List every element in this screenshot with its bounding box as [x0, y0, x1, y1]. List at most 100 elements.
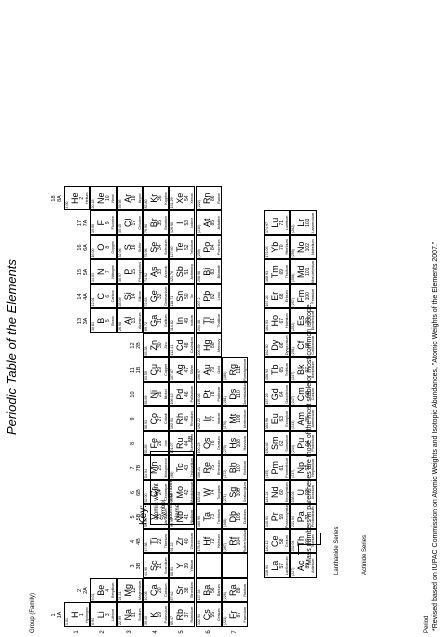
element-name: Niobium — [190, 509, 195, 524]
atomic-weight: 200.59 — [196, 344, 201, 356]
atomic-weight: 47.88 — [143, 542, 148, 552]
atomic-weight: (209) — [196, 249, 201, 258]
element-name: Iodine — [190, 217, 195, 228]
element-name: Fluorine — [111, 216, 116, 230]
atomic-number: 100 — [304, 292, 311, 301]
atomic-weight: 101.07 — [170, 442, 175, 454]
group-family-label: Group (Family) — [30, 592, 36, 633]
element-name: Phosphorus — [137, 261, 142, 282]
element-name: Lawrencium — [311, 212, 316, 233]
atomic-number: 9 — [104, 221, 111, 225]
series-connector-line — [320, 533, 321, 545]
atomic-weight: 178.49 — [196, 540, 201, 552]
atomic-number: 21 — [157, 562, 164, 569]
element-name: Thulium — [285, 265, 290, 279]
atomic-number: 17 — [131, 219, 138, 226]
element-name: Technetium — [190, 458, 195, 478]
atomic-weight: 150.36 — [265, 442, 270, 454]
atomic-weight: 204.38 — [196, 320, 201, 331]
atomic-weight: (281) — [222, 396, 227, 405]
atomic-weight: 87.62 — [170, 591, 175, 601]
atomic-number: 20 — [157, 587, 164, 594]
atomic-number: 83 — [210, 268, 216, 275]
element-name: Yttrium — [190, 559, 195, 572]
atomic-weight: (258) — [291, 273, 296, 282]
atomic-weight: (244) — [291, 445, 296, 454]
atomic-number: 107 — [236, 463, 243, 472]
atomic-weight: 102.91 — [170, 418, 175, 429]
element-name: Hassium — [242, 436, 247, 451]
atomic-weight: 16.00 — [91, 248, 96, 258]
atomic-weight: 52.00 — [143, 493, 148, 503]
element-name: Promethium — [285, 457, 290, 478]
atomic-number: 4 — [104, 588, 111, 592]
atomic-number: 33 — [157, 268, 164, 275]
atomic-weight: 63.55 — [143, 371, 148, 380]
atomic-number: 43 — [183, 464, 190, 471]
atomic-weight: 83.80 — [143, 199, 148, 209]
atomic-number: 69 — [278, 268, 285, 275]
atomic-number: 65 — [278, 366, 285, 373]
element-name: Rutherfordium — [242, 529, 247, 553]
element-name: Astatine — [216, 216, 221, 230]
atomic-weight: (243) — [291, 420, 296, 429]
element-name: Magnesium — [137, 580, 142, 600]
element-name: Bismuth — [216, 265, 221, 279]
element-name: Gallium — [163, 314, 168, 328]
atomic-number: 36 — [157, 195, 164, 202]
atomic-number: 88 — [236, 587, 243, 594]
atomic-number: 81 — [210, 317, 216, 324]
atomic-number: 48 — [183, 342, 190, 349]
atomic-number: 91 — [304, 513, 311, 520]
atomic-weight: (270) — [222, 445, 227, 454]
atomic-number: 75 — [210, 464, 216, 471]
atomic-weight: 207.2 — [196, 297, 201, 307]
atomic-weight: (226) — [222, 592, 227, 601]
atomic-weight: 55.85 — [143, 444, 148, 454]
atomic-number: 54 — [183, 195, 190, 202]
atomic-number: 99 — [304, 317, 311, 324]
atomic-weight: 118.71 — [170, 295, 175, 307]
element-name: Praseodymium — [285, 504, 290, 529]
atomic-number: 84 — [210, 244, 216, 251]
atomic-weight: 91.22 — [170, 542, 175, 552]
atomic-number: 14 — [131, 293, 138, 300]
atomic-weight: 140.12 — [265, 540, 270, 552]
element-name: Fermium — [311, 288, 316, 304]
actinide-series-label: Actinide Series — [362, 534, 368, 575]
atomic-weight: 190.23 — [196, 442, 201, 454]
atomic-weight: 26.98 — [117, 322, 122, 331]
atomic-weight: 151.96 — [265, 418, 270, 429]
element-name: Antimony — [190, 264, 195, 280]
atomic-weight: 78.96 — [143, 248, 148, 258]
element-name: Berkelium — [311, 361, 316, 378]
atomic-weight: 238.03 — [291, 491, 296, 503]
group-label: 3 3B — [129, 562, 142, 570]
element-name: Boron — [111, 315, 116, 326]
